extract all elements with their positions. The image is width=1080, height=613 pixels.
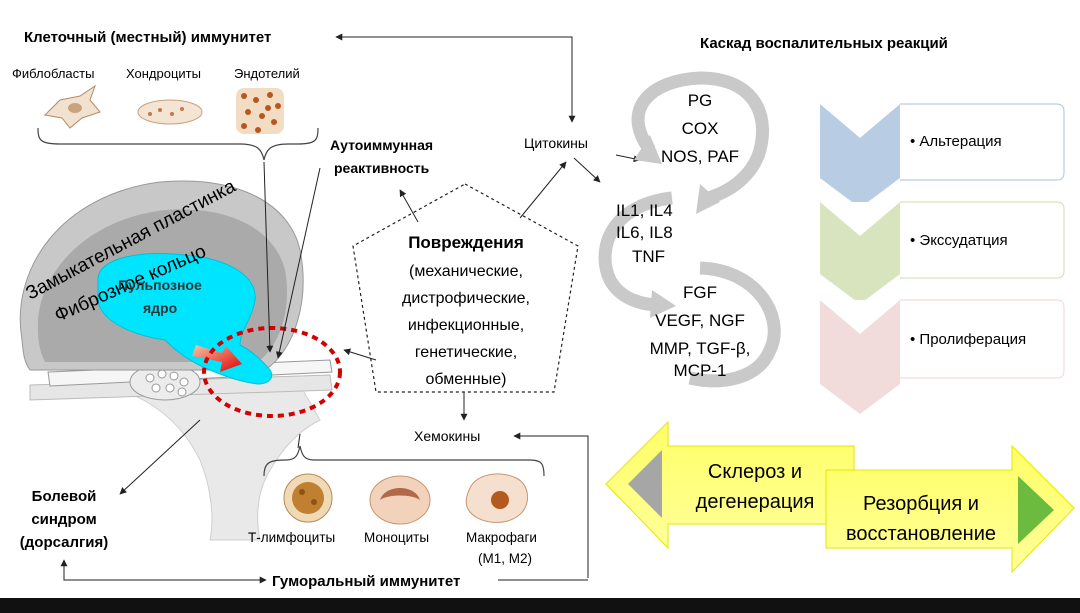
nucleus-label-line1: Пульпозное — [118, 277, 202, 293]
herniation-arrow — [192, 345, 242, 372]
t-lymphocytes-label: Т-лимфоциты — [248, 530, 335, 545]
cascade-arrowhead-2 — [696, 184, 720, 214]
humoral-bracket — [263, 445, 545, 477]
chondrocyte-cell-icon — [137, 99, 203, 125]
pain-line-1: Болевой — [32, 488, 97, 505]
phase-proliferation-label: • Пролиферация — [910, 331, 1026, 348]
damage-title: Повреждения — [408, 233, 524, 252]
phase-proliferation: • Пролиферация — [820, 299, 1065, 414]
outcome-resorption-arrow — [825, 444, 1075, 574]
disc-to-pain-arrow — [119, 419, 201, 495]
fibroblasts-label: Фиблобласты — [12, 66, 94, 81]
cascade-cycle-arrows — [598, 71, 781, 388]
cascade-arrowhead-3 — [650, 290, 676, 318]
cellular-immunity-title: Клеточный (местный) иммунитет — [24, 29, 271, 46]
mediator-il1-il4: IL1, IL4 — [616, 201, 673, 220]
macrophages-subtypes: (М1, М2) — [478, 551, 532, 566]
herniation-zone-ellipse — [202, 326, 342, 418]
cellular-to-disc-arrow — [263, 161, 274, 353]
macrophage-icon — [465, 473, 528, 523]
cytokines-label: Цитокины — [524, 135, 588, 151]
endothelium-cell-icon — [236, 88, 284, 134]
fibroblast-cell-icon — [43, 84, 101, 129]
outcome-left-line1: Склероз и — [708, 461, 802, 483]
autoimmune-label-line1: Аутоиммунная — [330, 137, 433, 153]
phase-alteration-label: • Альтерация — [910, 133, 1002, 150]
mediator-tnf: TNF — [632, 247, 665, 266]
macrophages-label: Макрофаги — [466, 530, 537, 545]
pain-line-2: синдром — [31, 511, 96, 528]
t-lymphocyte-icon — [283, 473, 333, 523]
spine-illustration — [29, 359, 333, 541]
mediator-pg: PG — [688, 91, 713, 110]
mediator-mmp-tgf: MMP, TGF-β, — [650, 339, 751, 358]
humoral-pain-connector — [60, 559, 267, 584]
chemokines-label: Хемокины — [414, 428, 480, 444]
mediator-fgf: FGF — [683, 283, 717, 302]
cellular-bracket — [37, 127, 319, 161]
chondrocytes-label: Хондроциты — [126, 66, 201, 81]
cascade-arrowhead-1 — [634, 135, 662, 164]
bottom-border-band — [0, 598, 1080, 613]
humoral-to-chemokines-connector — [513, 432, 589, 578]
damage-line-5: обменные) — [425, 371, 506, 388]
mediator-mcp1: MCP-1 — [674, 361, 727, 380]
damage-pentagon — [352, 183, 579, 393]
pain-line-3: (дорсалгия) — [20, 534, 108, 551]
phase-alteration: • Альтерация — [820, 103, 1065, 208]
outcome-right-line1: Резорбция и — [863, 493, 979, 515]
damage-line-1: (механические, — [409, 263, 523, 280]
cascade-title: Каскад воспалительных реакций — [700, 35, 948, 52]
disc-to-humoral-line — [297, 433, 301, 449]
endothelium-label: Эндотелий — [234, 66, 300, 81]
outcome-sclerosis-arrow — [605, 420, 855, 550]
monocytes-label: Моноциты — [364, 530, 429, 545]
autoimmune-label-line2: реактивность — [334, 160, 430, 176]
monocyte-icon — [369, 475, 431, 525]
mediator-cox: COX — [682, 119, 719, 138]
mediator-il6-il8: IL6, IL8 — [616, 223, 673, 242]
humoral-immunity-title: Гуморальный иммунитет — [272, 573, 460, 590]
outcome-right-line2: восстановление — [846, 523, 996, 545]
damage-line-4: генетические, — [415, 344, 517, 361]
damage-to-disc-arrow — [343, 348, 377, 361]
autoimmune-to-disc-arrow — [275, 167, 321, 359]
mediator-vegf-ngf: VEGF, NGF — [655, 311, 745, 330]
nucleus-label-line2: ядро — [143, 300, 177, 316]
cellular-cytokines-connector — [335, 33, 576, 123]
cytokines-to-interleukins-arrow — [573, 157, 601, 183]
damage-to-cytokines-arrow — [519, 161, 567, 219]
damage-line-3: инфекционные, — [408, 317, 524, 334]
damage-to-autoimmune-arrow — [399, 189, 419, 223]
phase-exudation-label: • Экссудатция — [910, 232, 1008, 249]
outcome-left-line2: дегенерация — [696, 491, 815, 513]
damage-line-2: дистрофические, — [402, 290, 530, 307]
mediator-nos-paf: NOS, PAF — [661, 147, 739, 166]
phase-exudation: • Экссудатция — [820, 201, 1065, 304]
